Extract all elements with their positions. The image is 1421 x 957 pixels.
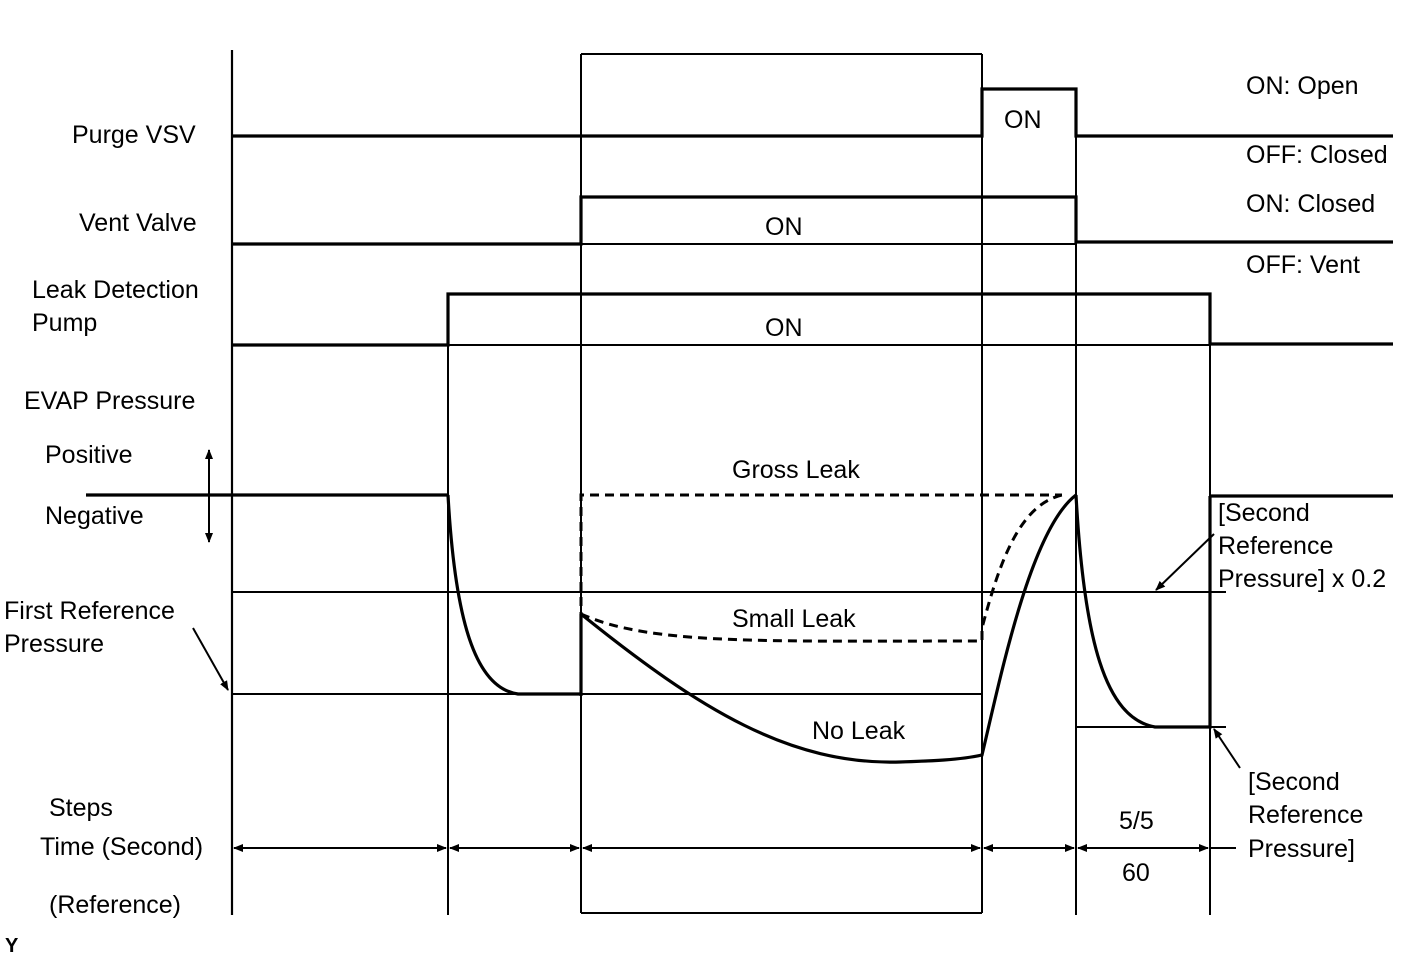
- second-ref-label-line2: Reference: [1248, 801, 1363, 829]
- first-ref-arrow: [192, 627, 229, 691]
- second-ref-label-line3: Pressure]: [1248, 835, 1355, 863]
- step2-pressure-drop-curve: [446, 494, 583, 696]
- vent-valve-row: Vent Valve ON ON: Closed OFF: Vent: [79, 190, 1393, 279]
- steps-label: Steps: [49, 794, 113, 822]
- vent-valve-on-label: ON: [765, 213, 803, 241]
- time-label: Time (Second): [40, 833, 203, 861]
- first-ref-label-line2: Pressure: [4, 630, 104, 658]
- step5-time: 60: [1122, 859, 1150, 887]
- steps-time-row: Steps Time (Second) (Reference) 5/5 60: [40, 794, 1236, 919]
- leak-pump-label-line1: Leak Detection: [32, 276, 199, 304]
- vent-valve-signal: [232, 195, 1393, 246]
- leak-pump-signal: [232, 292, 1393, 347]
- no-leak-label: No Leak: [812, 717, 906, 745]
- vent-legend-off: OFF: Vent: [1246, 251, 1360, 279]
- second-ref-arrow: [1213, 728, 1241, 769]
- second-ref-x02-arrow: [1155, 533, 1215, 591]
- evap-pressure-section: EVAP Pressure Positive Negative Gross Le…: [4, 387, 1393, 863]
- purge-legend-on: ON: Open: [1246, 72, 1359, 100]
- step5-pressure-drop-curve: [1074, 494, 1212, 729]
- first-ref-label-line1: First Reference: [4, 597, 175, 625]
- small-leak-label: Small Leak: [732, 605, 856, 633]
- purge-legend-off: OFF: Closed: [1246, 141, 1388, 169]
- vent-valve-label: Vent Valve: [79, 209, 197, 237]
- small-leak-curve: [580, 493, 1063, 643]
- purge-vsv-label: Purge VSV: [72, 121, 196, 149]
- no-leak-curve: [579, 493, 1077, 764]
- purge-vsv-on-label: ON: [1004, 106, 1042, 134]
- second-ref-x02-label-line3: Pressure] x 0.2: [1218, 565, 1386, 593]
- corner-mark: Y: [5, 935, 19, 957]
- second-ref-label-line1: [Second: [1248, 768, 1340, 796]
- positive-label: Positive: [45, 441, 133, 469]
- negative-label: Negative: [45, 502, 144, 530]
- leak-pump-label-line2: Pump: [32, 309, 97, 337]
- leak-pump-row: Leak Detection Pump ON: [32, 276, 1393, 347]
- gross-leak-label: Gross Leak: [732, 456, 860, 484]
- gross-leak-curve: [579, 493, 1062, 696]
- evap-pressure-label: EVAP Pressure: [24, 387, 195, 415]
- vent-legend-on: ON: Closed: [1246, 190, 1375, 218]
- reference-label: (Reference): [49, 891, 181, 919]
- second-ref-x02-label-line1: [Second: [1218, 499, 1310, 527]
- second-ref-x02-label-line2: Reference: [1218, 532, 1333, 560]
- vertical-grid: [230, 50, 1211, 915]
- purge-vsv-row: Purge VSV ON ON: Open OFF: Closed: [72, 72, 1393, 169]
- purge-vsv-signal: [232, 87, 1393, 138]
- leak-pump-on-label: ON: [765, 314, 803, 342]
- step5-label: 5/5: [1119, 807, 1154, 835]
